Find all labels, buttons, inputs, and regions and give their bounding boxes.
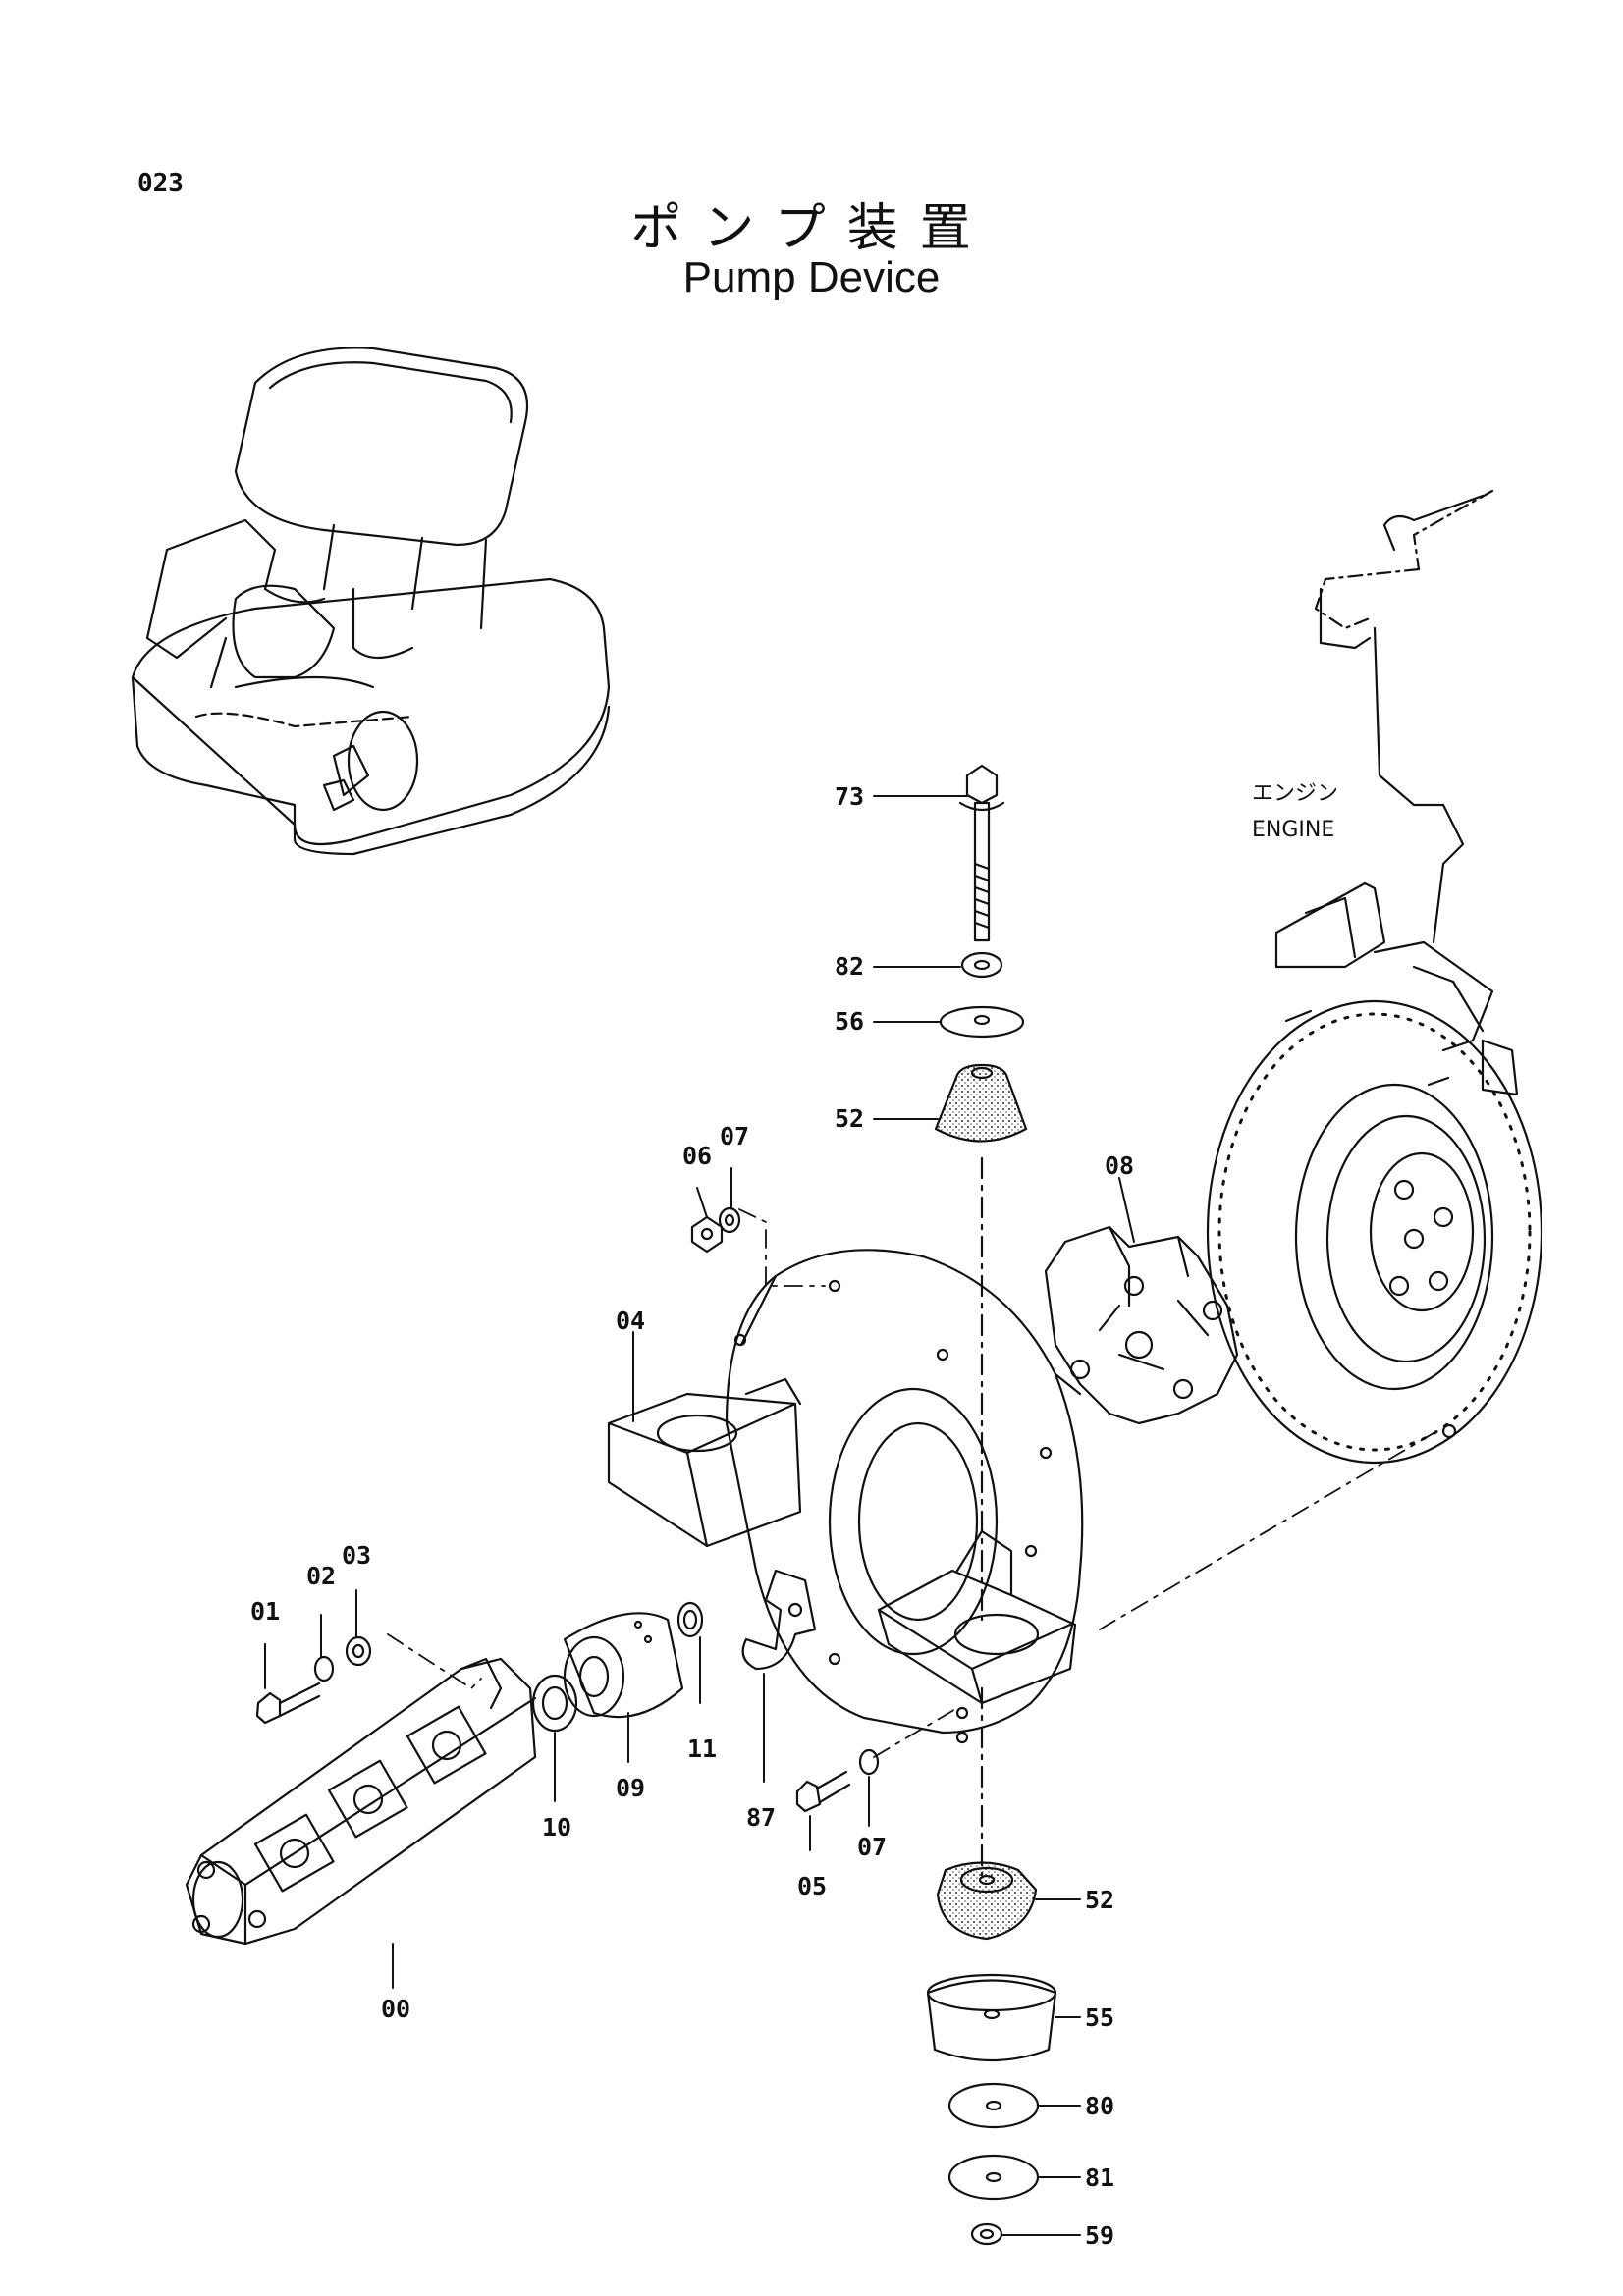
callout-02: 02	[306, 1562, 336, 1590]
leader-lines	[264, 795, 1135, 2236]
callout-04: 04	[616, 1307, 645, 1335]
callout-73: 73	[835, 782, 864, 811]
hydraulic-pump-00	[185, 1657, 537, 1946]
coupling-08	[1044, 1225, 1239, 1425]
callout-06: 06	[682, 1142, 712, 1170]
callout-03: 03	[342, 1541, 371, 1570]
engine-label-english: ENGINE	[1252, 818, 1334, 842]
callout-81: 81	[1085, 2163, 1114, 2192]
callout-05: 05	[797, 1872, 827, 1900]
machine-overview-illustration	[131, 347, 611, 856]
page-title-japanese: ポンプ装置	[630, 199, 993, 258]
callout-07-lower: 07	[857, 1833, 887, 1861]
mount-stack	[926, 764, 1057, 2246]
callout-55: 55	[1085, 2003, 1114, 2032]
callout-labels: 73 82 56 52 08 06 07 04 03 02 01 11 09 1…	[250, 781, 1338, 2250]
flywheel-housing	[1206, 999, 1543, 1465]
callout-52-upper: 52	[835, 1104, 864, 1133]
callout-87: 87	[746, 1803, 776, 1832]
callout-80: 80	[1085, 2092, 1114, 2120]
callout-08: 08	[1105, 1151, 1134, 1180]
callout-56: 56	[835, 1007, 864, 1036]
pump-mounting-plate	[607, 1249, 1084, 1744]
callout-01: 01	[250, 1597, 280, 1626]
page-title-english: Pump Device	[682, 253, 941, 301]
engine-label-japanese: エンジン	[1252, 781, 1338, 806]
callout-09: 09	[616, 1774, 645, 1802]
callout-10: 10	[542, 1813, 571, 1842]
callout-82: 82	[835, 952, 864, 981]
alignment-lines	[387, 1208, 1434, 1758]
callout-00: 00	[381, 1995, 410, 2023]
callout-52-lower: 52	[1085, 1886, 1114, 1914]
callout-11: 11	[687, 1735, 717, 1763]
callout-07-upper: 07	[720, 1122, 749, 1150]
engine-outline	[1274, 489, 1519, 1096]
page-number: 023	[137, 169, 184, 198]
fasteners-and-couplers	[255, 1206, 880, 1813]
callout-59: 59	[1085, 2221, 1114, 2250]
